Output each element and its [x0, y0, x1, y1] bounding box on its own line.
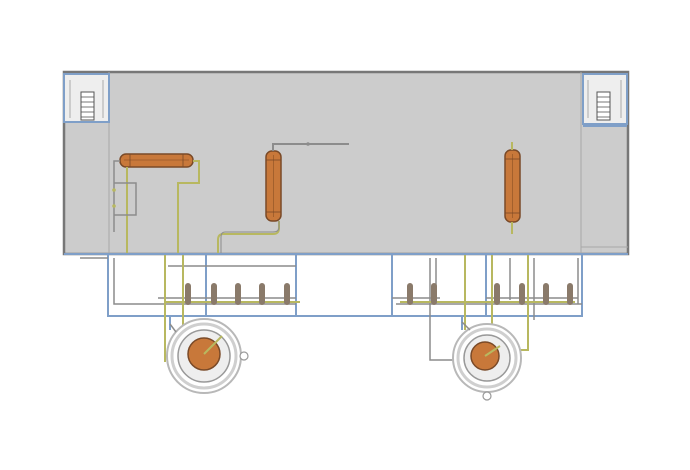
gas-bottle-icon	[235, 283, 241, 305]
gas-pipe-center-inner	[220, 221, 280, 255]
valve	[112, 204, 116, 208]
valve	[306, 142, 310, 146]
gas-pipe-center	[217, 221, 280, 255]
gas-bottle-icon	[431, 283, 437, 305]
horizontal-vessel-icon	[119, 153, 194, 168]
gas-bottle-icon	[185, 283, 191, 305]
gas-bottle-icon	[567, 283, 573, 305]
gas-bottle-icon	[211, 283, 217, 305]
stairs-icon	[63, 73, 110, 123]
round-tank-icon	[166, 318, 249, 394]
grey-pipe-h-vessel	[113, 160, 137, 232]
gas-bottle-icon	[519, 283, 525, 305]
stairs-icon	[582, 73, 628, 127]
gas-pipe-h-vessel	[126, 160, 200, 255]
grey-pipe-network	[80, 257, 582, 361]
gas-bottle-icon	[284, 283, 290, 305]
gas-bottle-group-left	[185, 283, 290, 305]
vertical-vessel-icon	[265, 150, 282, 222]
grey-pipe-top-center	[272, 143, 349, 151]
water-pipe-network	[64, 253, 628, 330]
gas-bottle-icon	[259, 283, 265, 305]
round-tank-icon	[452, 321, 522, 401]
gas-bottle-group-right	[407, 283, 573, 305]
gas-bottle-icon	[543, 283, 549, 305]
gas-bottle-icon	[407, 283, 413, 305]
vertical-vessel-icon	[504, 149, 521, 223]
gas-bottle-icon	[494, 283, 500, 305]
valve	[112, 188, 116, 192]
